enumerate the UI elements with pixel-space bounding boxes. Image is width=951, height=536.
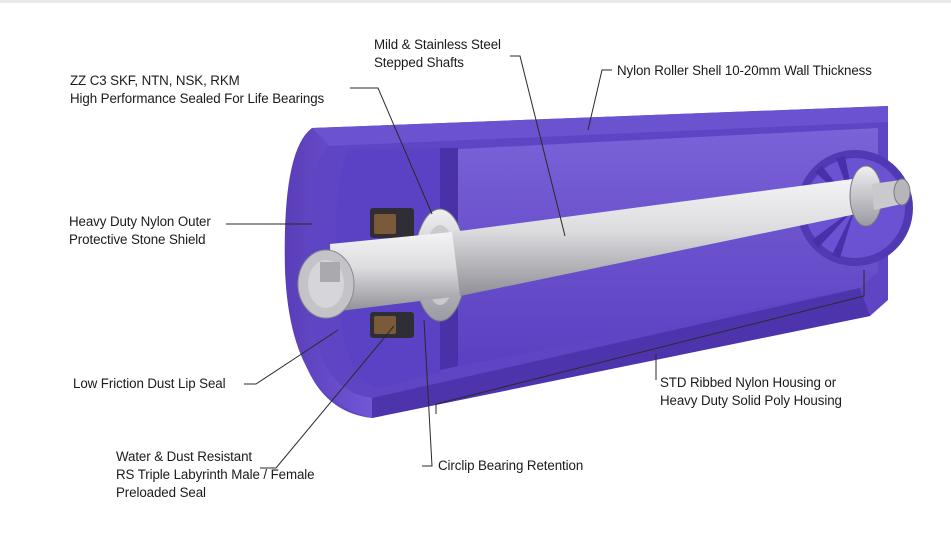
shell-callout: Nylon Roller Shell 10-20mm Wall Thicknes… xyxy=(617,62,872,80)
shafts-line-1: Mild & Stainless Steel xyxy=(374,37,501,53)
labyrinth-seal-line-2: RS Triple Labyrinth Male / Female xyxy=(116,467,315,483)
circlip-line-1: Circlip Bearing Retention xyxy=(438,458,584,474)
shell-line-1: Nylon Roller Shell 10-20mm Wall Thicknes… xyxy=(617,63,872,79)
bearings-callout: ZZ C3 SKF, NTN, NSK, RKM High Performanc… xyxy=(70,72,324,108)
shafts-line-2: Stepped Shafts xyxy=(374,55,464,71)
stepped-shaft xyxy=(297,165,911,319)
lip-seal-line-1: Low Friction Dust Lip Seal xyxy=(73,376,226,392)
lip-seal-callout: Low Friction Dust Lip Seal xyxy=(73,375,226,393)
labyrinth-seal-line-3: Preloaded Seal xyxy=(116,485,206,501)
housing-line-1: STD Ribbed Nylon Housing or xyxy=(660,375,837,391)
bearings-line-1: ZZ C3 SKF, NTN, NSK, RKM xyxy=(70,73,240,89)
labyrinth-seal-callout: Water & Dust Resistant RS Triple Labyrin… xyxy=(116,448,315,502)
shafts-callout: Mild & Stainless Steel Stepped Shafts xyxy=(374,36,501,72)
housing-callout: STD Ribbed Nylon Housing or Heavy Duty S… xyxy=(660,374,842,410)
circlip-callout: Circlip Bearing Retention xyxy=(438,457,583,475)
top-border xyxy=(0,0,951,3)
housing-line-2: Heavy Duty Solid Poly Housing xyxy=(660,393,842,409)
stone-shield-callout: Heavy Duty Nylon Outer Protective Stone … xyxy=(69,213,211,249)
stone-shield-line-1: Heavy Duty Nylon Outer xyxy=(69,214,211,230)
bearings-line-2: High Performance Sealed For Life Bearing… xyxy=(70,91,325,107)
stone-shield-line-2: Protective Stone Shield xyxy=(69,232,206,248)
leader-lines xyxy=(226,55,865,469)
labyrinth-seal-line-1: Water & Dust Resistant xyxy=(116,449,253,465)
